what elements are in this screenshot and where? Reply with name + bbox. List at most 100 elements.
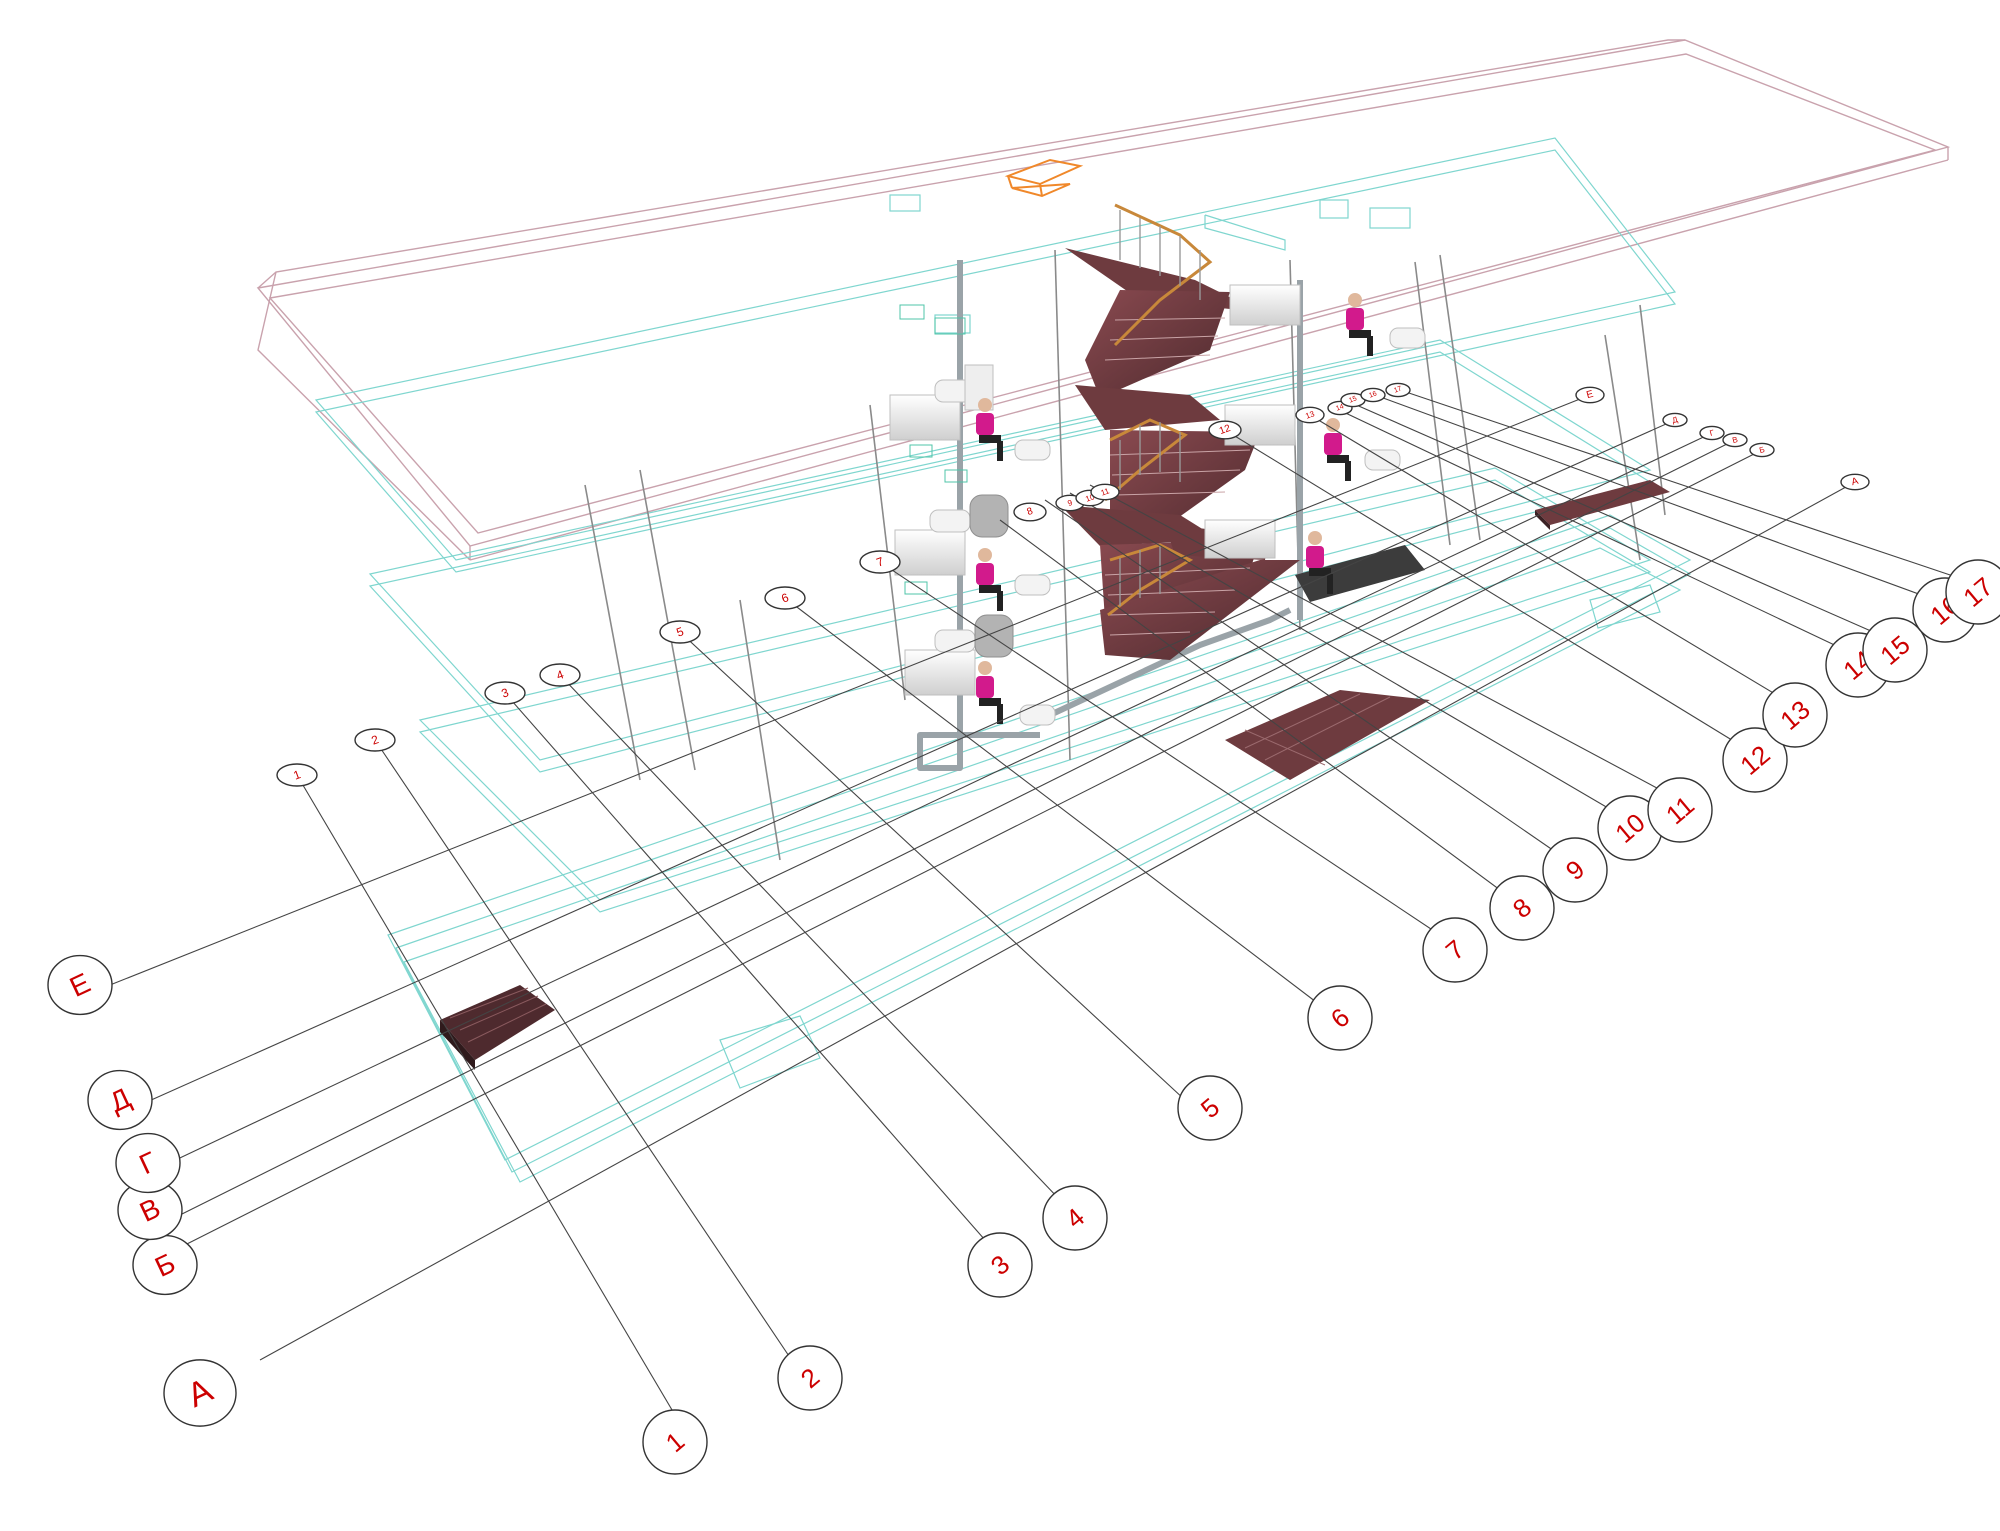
axis-1-marker: 1 (642, 1409, 708, 1475)
axis-17-marker-circle (1945, 559, 2000, 625)
axis-6-marker-small-circle (764, 586, 806, 610)
axis-7-marker-small-circle (859, 550, 901, 574)
axis-3-marker-small-label: 3 (499, 685, 510, 701)
axis-В-marker-small-circle (1722, 432, 1748, 448)
axis-А-marker: А (163, 1359, 237, 1427)
axis-11-marker-small-label: 11 (1100, 486, 1111, 497)
entrance-steps-right (1535, 480, 1670, 530)
axis-7-marker-small: 7 (859, 550, 901, 574)
axis-В-marker-small-label: В (1731, 435, 1738, 445)
axis-13-marker: 13 (1762, 682, 1828, 748)
axis-Д-marker-circle (87, 1069, 153, 1131)
axis-Б-marker-small-label: Б (1758, 445, 1765, 455)
bathroom-unit (894, 494, 1051, 596)
axis-Г-marker: Г (115, 1132, 181, 1194)
columns (584, 249, 1666, 861)
axis-17-marker-small-label: 17 (1393, 385, 1403, 394)
axis-13-marker-small-circle (1295, 406, 1325, 424)
axis-8-marker-circle (1489, 875, 1555, 941)
person-icon (976, 661, 1003, 724)
axis-1-marker-circle (642, 1409, 708, 1475)
axis-12-marker-small: 12 (1208, 420, 1242, 440)
axis-leader-lines (109, 389, 1966, 1416)
axis-4-marker: 4 (1042, 1185, 1108, 1251)
pipe-risers (917, 260, 1303, 771)
axis-3-marker-circle (967, 1232, 1033, 1298)
axis-А-marker-small-label: А (1850, 476, 1860, 488)
axis-16-marker-small-label: 16 (1368, 390, 1378, 399)
axis-8-marker-small-label: 8 (1026, 506, 1035, 518)
axis-Е-marker-small: Е (1575, 386, 1605, 404)
axis-17-marker-small-circle (1385, 382, 1411, 398)
axis-9-marker-circle (1542, 837, 1608, 903)
axis-12-marker: 12 (1722, 727, 1788, 793)
axis-Е-marker-small-circle (1575, 386, 1605, 404)
axis-11-marker: 11 (1647, 777, 1713, 843)
axis-10-marker-small-label: 10 (1084, 492, 1096, 504)
person-icon (1306, 531, 1333, 594)
bathroom-unit (1204, 519, 1276, 559)
axis-6-marker-small-label: 6 (779, 590, 790, 606)
axis-Г-marker-small: Г (1699, 425, 1725, 441)
axis-15-marker-small-label: 15 (1348, 395, 1358, 404)
stair-handrails (1104, 203, 1213, 617)
axis-5-marker-small-circle (659, 620, 701, 644)
roof-hatch-icon (1004, 158, 1084, 198)
axis-7-marker-small-label: 7 (874, 554, 885, 570)
axis-8-marker-small-circle (1013, 502, 1047, 522)
radiator-icons (899, 304, 968, 595)
axis-В-marker-small: В (1722, 432, 1748, 448)
axis-5-marker-small: 5 (659, 620, 701, 644)
axis-Г-marker-small-circle (1699, 425, 1725, 441)
axis-Е-marker-circle (47, 954, 113, 1016)
axis-3-marker: 3 (967, 1232, 1033, 1298)
axis-Г-marker-circle (115, 1132, 181, 1194)
axis-14-marker-small-label: 14 (1335, 403, 1345, 412)
axis-16-marker-small-circle (1360, 387, 1386, 403)
axis-17-marker-small: 17 (1385, 382, 1411, 398)
axis-4-marker-small-label: 4 (554, 667, 565, 683)
axis-2-marker-small-circle (354, 728, 396, 752)
axis-Е-marker-small-label: Е (1585, 389, 1595, 401)
axis-2-marker-small: 2 (354, 728, 396, 752)
axis-11-marker-circle (1647, 777, 1713, 843)
stair-flight (1065, 248, 1260, 398)
axis-6-marker-circle (1307, 985, 1373, 1051)
axis-12-marker-small-label: 12 (1218, 423, 1233, 437)
axis-3-marker-small: 3 (484, 681, 526, 705)
axis-11-marker-small: 11 (1090, 483, 1120, 501)
axis-15-marker-circle (1862, 617, 1928, 683)
axis-А-marker-circle (163, 1359, 237, 1427)
axis-4-marker-small: 4 (539, 663, 581, 687)
axis-12-marker-small-circle (1208, 420, 1242, 440)
axis-4-marker-circle (1042, 1185, 1108, 1251)
person-icon (976, 548, 1003, 611)
person-icon (1324, 418, 1351, 481)
axis-8-marker: 8 (1489, 875, 1555, 941)
axis-Б-marker: Б (132, 1234, 198, 1296)
axis-8-marker-small: 8 (1013, 502, 1047, 522)
axis-1-marker-small-circle (276, 763, 318, 787)
bathroom-unit (1229, 284, 1426, 349)
axis-В-marker: В (117, 1179, 183, 1241)
axis-Д-marker-small-label: Д (1671, 415, 1679, 425)
axis-7-marker: 7 (1422, 917, 1488, 983)
axis-А-marker-small: А (1840, 473, 1870, 491)
axis-Д-marker-small-circle (1662, 412, 1688, 428)
axis-16-marker-small: 16 (1360, 387, 1386, 403)
axis-3-marker-small-circle (484, 681, 526, 705)
axis-15-marker: 15 (1862, 617, 1928, 683)
axis-9-marker: 9 (1542, 837, 1608, 903)
porch-floor-tiles (1225, 690, 1430, 780)
axis-5-marker: 5 (1177, 1075, 1243, 1141)
axis-1-marker-small: 1 (276, 763, 318, 787)
axis-Б-marker-small-circle (1749, 442, 1775, 458)
roof-wireframe (256, 39, 1951, 561)
axis-2-marker-circle (777, 1345, 843, 1411)
axis-Г-marker-small-label: Г (1709, 428, 1716, 438)
axis-Б-marker-small: Б (1749, 442, 1775, 458)
axis-13-marker-small-label: 13 (1304, 409, 1316, 421)
